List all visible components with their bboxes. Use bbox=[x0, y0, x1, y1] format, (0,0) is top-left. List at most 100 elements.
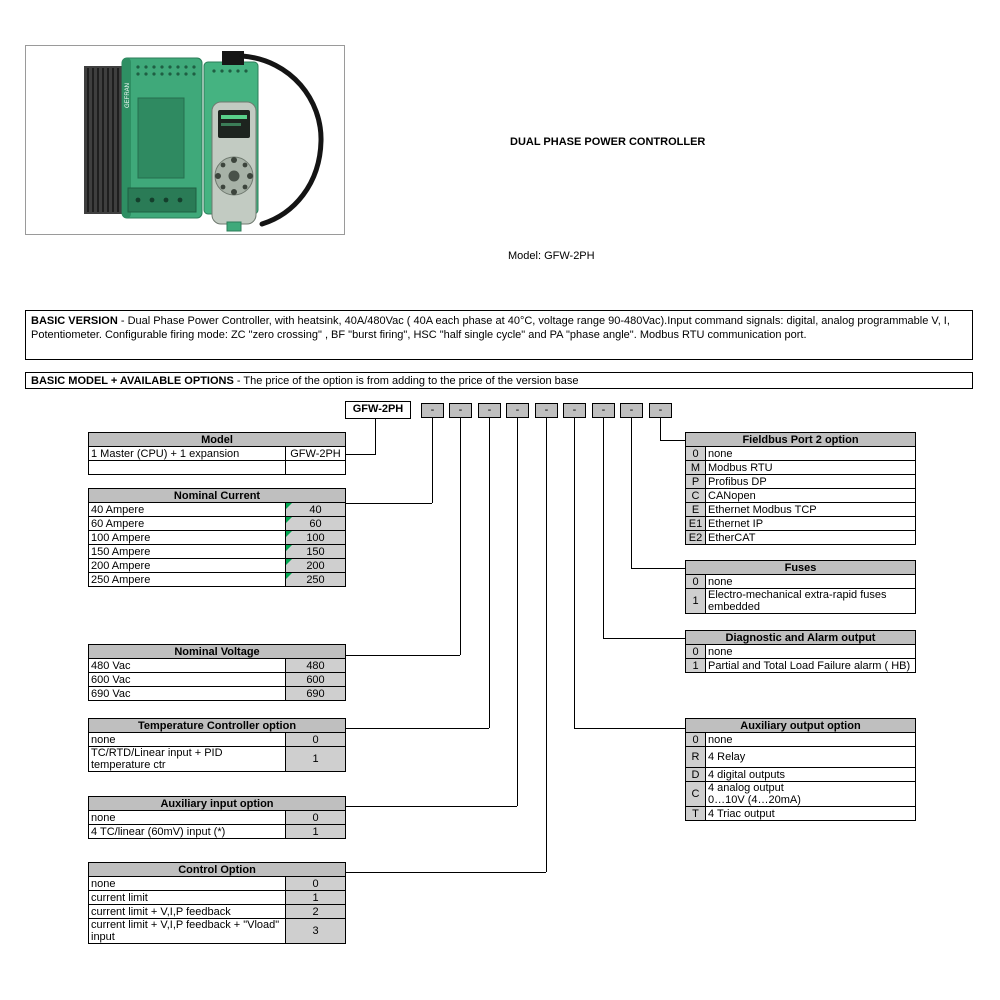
connector-line bbox=[660, 440, 685, 441]
connector-line bbox=[574, 417, 575, 728]
cell-label: 480 Vac bbox=[88, 658, 286, 673]
cell-description: none bbox=[705, 644, 916, 659]
ordering-code-slot-7: - bbox=[592, 403, 615, 418]
cell-description: Partial and Total Load Failure alarm ( H… bbox=[705, 658, 916, 673]
programming-cable bbox=[239, 53, 324, 227]
ordering-code-slot-8: - bbox=[620, 403, 643, 418]
cell-label: 40 Ampere bbox=[88, 502, 286, 517]
cell-label: 100 Ampere bbox=[88, 530, 286, 545]
connector-line bbox=[489, 417, 490, 728]
table-title: Fieldbus Port 2 option bbox=[685, 432, 916, 447]
connector-line bbox=[345, 872, 546, 873]
connector-line bbox=[345, 806, 517, 807]
connector-line bbox=[432, 417, 433, 503]
cell-value: 690 bbox=[285, 686, 346, 701]
ordering-code-slot-4: - bbox=[506, 403, 529, 418]
table-row: 4 TC/linear (60mV) input (*)1 bbox=[88, 824, 346, 839]
cell-value: 60 bbox=[285, 516, 346, 531]
connector-line bbox=[660, 417, 661, 440]
basic-model-text: - The price of the option is from adding… bbox=[233, 375, 579, 387]
cell-label: 600 Vac bbox=[88, 672, 286, 687]
cell-value: 3 bbox=[285, 918, 346, 944]
svg-text:GEFRAN: GEFRAN bbox=[125, 83, 131, 108]
cell-code: E2 bbox=[685, 530, 706, 545]
connector-line bbox=[460, 417, 461, 655]
ordering-code-slot-9: - bbox=[649, 403, 672, 418]
cell-value: 2 bbox=[285, 904, 346, 919]
cell-label: 4 TC/linear (60mV) input (*) bbox=[88, 824, 286, 839]
connector-line bbox=[631, 417, 632, 568]
ordering-code-slot-1: - bbox=[421, 403, 444, 418]
cell-description: 4 Triac output bbox=[705, 806, 916, 821]
cell-code: 0 bbox=[685, 574, 706, 589]
basic-model-heading: BASIC MODEL + AVAILABLE OPTIONS bbox=[31, 375, 234, 387]
cell-value: 40 bbox=[285, 502, 346, 517]
table-title: Auxiliary output option bbox=[685, 718, 916, 733]
connector-line bbox=[603, 417, 604, 638]
cell-code: 0 bbox=[685, 446, 706, 461]
cell-label: current limit + V,I,P feedback + "Vload"… bbox=[88, 918, 286, 944]
table-title: Auxiliary input option bbox=[88, 796, 346, 811]
ordering-code-slot-3: - bbox=[478, 403, 501, 418]
table-title: Control Option bbox=[88, 862, 346, 877]
cell-label: none bbox=[88, 732, 286, 747]
connector-line bbox=[345, 728, 489, 729]
cell-description: Ethernet IP bbox=[705, 516, 916, 531]
heatsink bbox=[84, 66, 124, 214]
basic-version-heading: BASIC VERSION bbox=[31, 315, 118, 327]
cell-value: 200 bbox=[285, 558, 346, 573]
table-row: TC/RTD/Linear input + PID temperature ct… bbox=[88, 746, 346, 772]
ordering-code-base: GFW-2PH bbox=[345, 401, 411, 419]
cell-value: 0 bbox=[285, 810, 346, 825]
cell-code: C bbox=[685, 781, 706, 807]
cell-label: 250 Ampere bbox=[88, 572, 286, 587]
cell-description: CANopen bbox=[705, 488, 916, 503]
cell-label: 1 Master (CPU) + 1 expansion bbox=[88, 446, 286, 461]
cell-label: 150 Ampere bbox=[88, 544, 286, 559]
cell-description: 4 digital outputs bbox=[705, 767, 916, 782]
cell-label: current limit bbox=[88, 890, 286, 905]
connector-line bbox=[375, 419, 376, 455]
connector-line bbox=[631, 568, 685, 569]
ordering-code-slot-6: - bbox=[563, 403, 586, 418]
cell-description: Electro-mechanical extra-rapid fuses emb… bbox=[705, 588, 916, 614]
cell-value: 600 bbox=[285, 672, 346, 687]
cell-label: 690 Vac bbox=[88, 686, 286, 701]
connector-line bbox=[345, 503, 432, 504]
cell-code: D bbox=[685, 767, 706, 782]
cell-description: 4 Relay bbox=[705, 746, 916, 768]
table-row: current limit + V,I,P feedback + "Vload"… bbox=[88, 918, 346, 944]
cell-description: Ethernet Modbus TCP bbox=[705, 502, 916, 517]
connector-line bbox=[345, 655, 460, 656]
cell-code: E1 bbox=[685, 516, 706, 531]
